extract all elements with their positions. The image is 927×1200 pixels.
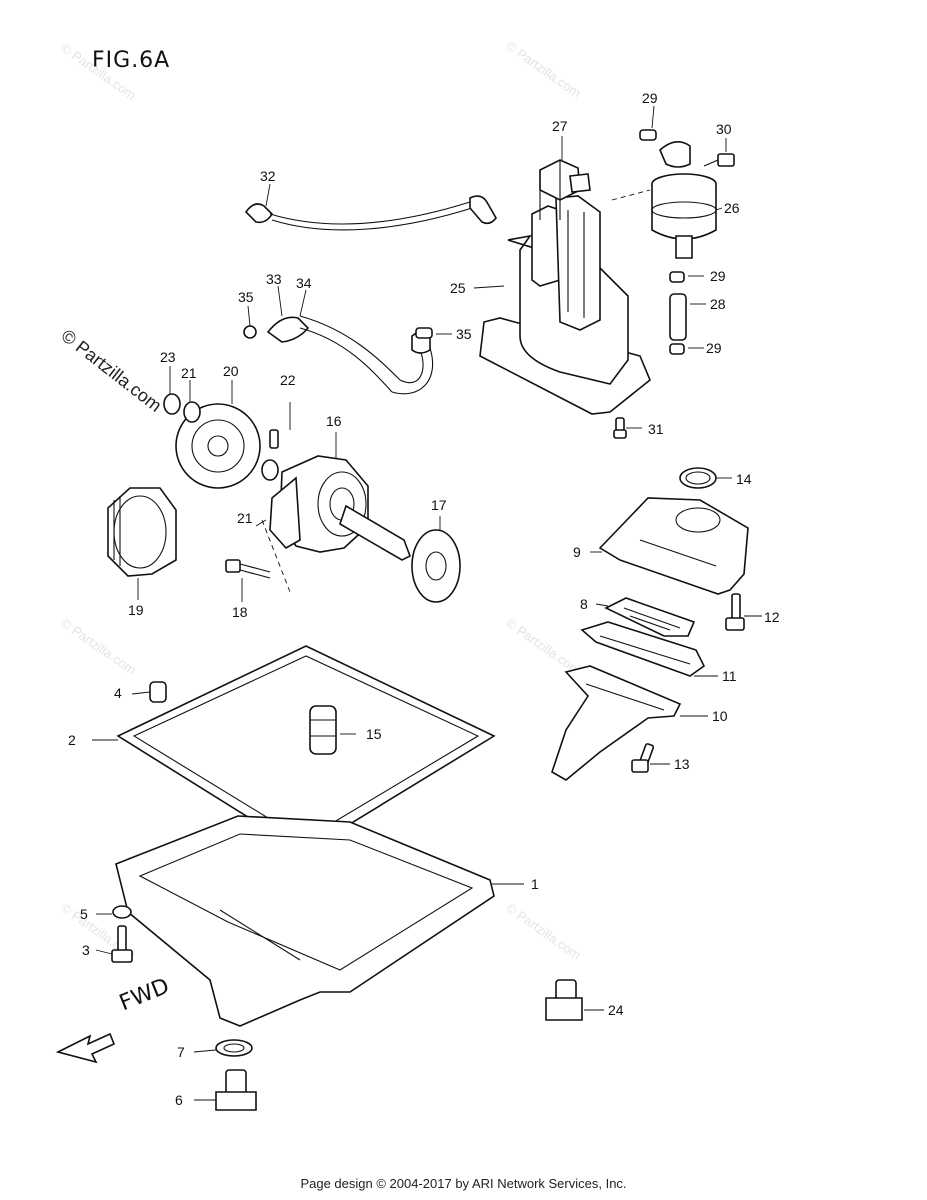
part-10-strainer: [551, 665, 682, 781]
part-29-clamp: [639, 129, 685, 355]
part-5-washer: [112, 905, 132, 919]
part-1-oil-pan: [115, 815, 495, 1027]
callout-15: 15: [366, 726, 382, 742]
watermark-text: © Partzilla.com: [58, 615, 138, 678]
part-34-hose: [266, 315, 434, 395]
callout-35: 35: [238, 289, 254, 305]
callout-33: 33: [266, 271, 282, 287]
callout-3: 3: [82, 942, 90, 958]
callout-5: 5: [80, 906, 88, 922]
part-8-plate: [604, 597, 696, 637]
callout-21b: 21: [237, 510, 253, 526]
callout-9: 9: [573, 544, 581, 560]
part-25-canister: [479, 195, 651, 415]
callout-2: 2: [68, 732, 76, 748]
callout-14: 14: [736, 471, 752, 487]
callout-24: 24: [608, 1002, 624, 1018]
part-31-bolt: [613, 417, 627, 439]
part-3-bolt: [111, 925, 133, 963]
callout-22: 22: [280, 372, 296, 388]
fwd-arrow-icon: [55, 1032, 116, 1064]
callout-34: 34: [296, 275, 312, 291]
part-13-bolt: [631, 743, 655, 773]
callout-18: 18: [232, 604, 248, 620]
part-30-screw: [703, 153, 735, 167]
callout-11: 11: [722, 668, 737, 684]
callout-27: 27: [552, 118, 568, 134]
watermark-text: © Partzilla.com: [503, 615, 583, 678]
callout-21: 21: [181, 365, 197, 381]
callout-19: 19: [128, 602, 144, 618]
callout-8: 8: [580, 596, 588, 612]
callout-30: 30: [716, 121, 732, 137]
part-4-dowel: [149, 681, 167, 703]
watermark-text: © Partzilla.com: [503, 38, 583, 101]
part-7-gasket: [215, 1039, 253, 1057]
watermark-text: © Partzilla.com: [58, 325, 166, 415]
part-32-harness: [244, 195, 497, 231]
watermark-text: © Partzilla.com: [58, 40, 138, 103]
callout-25: 25: [450, 280, 466, 296]
callout-13: 13: [674, 756, 690, 772]
part-6-drain-plug: [215, 1069, 257, 1111]
leader-lines: [92, 105, 762, 1101]
callout-28: 28: [710, 296, 726, 312]
callout-7: 7: [177, 1044, 185, 1060]
part-18-bolt: [225, 519, 291, 593]
callout-31: 31: [648, 421, 664, 437]
part-22-pin: [269, 429, 279, 449]
callout-16: 16: [326, 413, 342, 429]
callout-32: 32: [260, 168, 276, 184]
callout-10: 10: [712, 708, 728, 724]
part-23-circlip: [163, 393, 181, 415]
part-12-bolt: [725, 593, 745, 631]
part-28-hose: [669, 293, 687, 341]
callout-35b: 35: [456, 326, 472, 342]
callout-17: 17: [431, 497, 447, 513]
part-20-sprocket: [175, 403, 261, 489]
callout-29: 29: [642, 90, 658, 106]
part-21-washer: [183, 401, 279, 481]
part-19-gear: [107, 487, 177, 577]
callout-1: 1: [531, 876, 539, 892]
callouts: 1 2 3 4 5 6 7 8 9 10 11 12 13 14 15 16 1…: [68, 90, 780, 1108]
part-9-housing: [598, 497, 749, 595]
part-24-plug: [545, 979, 583, 1021]
part-14-o-ring: [679, 467, 717, 489]
callout-23: 23: [160, 349, 176, 365]
part-16-oil-pump: [269, 455, 412, 561]
part-2-gasket: [116, 645, 496, 853]
callout-26: 26: [724, 200, 740, 216]
part-15-relief-valve: [309, 705, 337, 755]
part-11-gasket: [580, 621, 706, 677]
callout-4: 4: [114, 685, 122, 701]
page-footer: Page design © 2004-2017 by ARI Network S…: [300, 1176, 627, 1191]
callout-12: 12: [764, 609, 780, 625]
callout-20: 20: [223, 363, 239, 379]
callout-29c: 29: [706, 340, 722, 356]
part-17-circlip: [411, 529, 461, 603]
watermark-text: © Partzilla.com: [503, 900, 583, 963]
part-27-hose: [539, 159, 591, 220]
callout-29b: 29: [710, 268, 726, 284]
figure-title: FIG.6A: [92, 48, 171, 73]
callout-6: 6: [175, 1092, 183, 1108]
part-26-fuel-filter: [611, 141, 717, 259]
